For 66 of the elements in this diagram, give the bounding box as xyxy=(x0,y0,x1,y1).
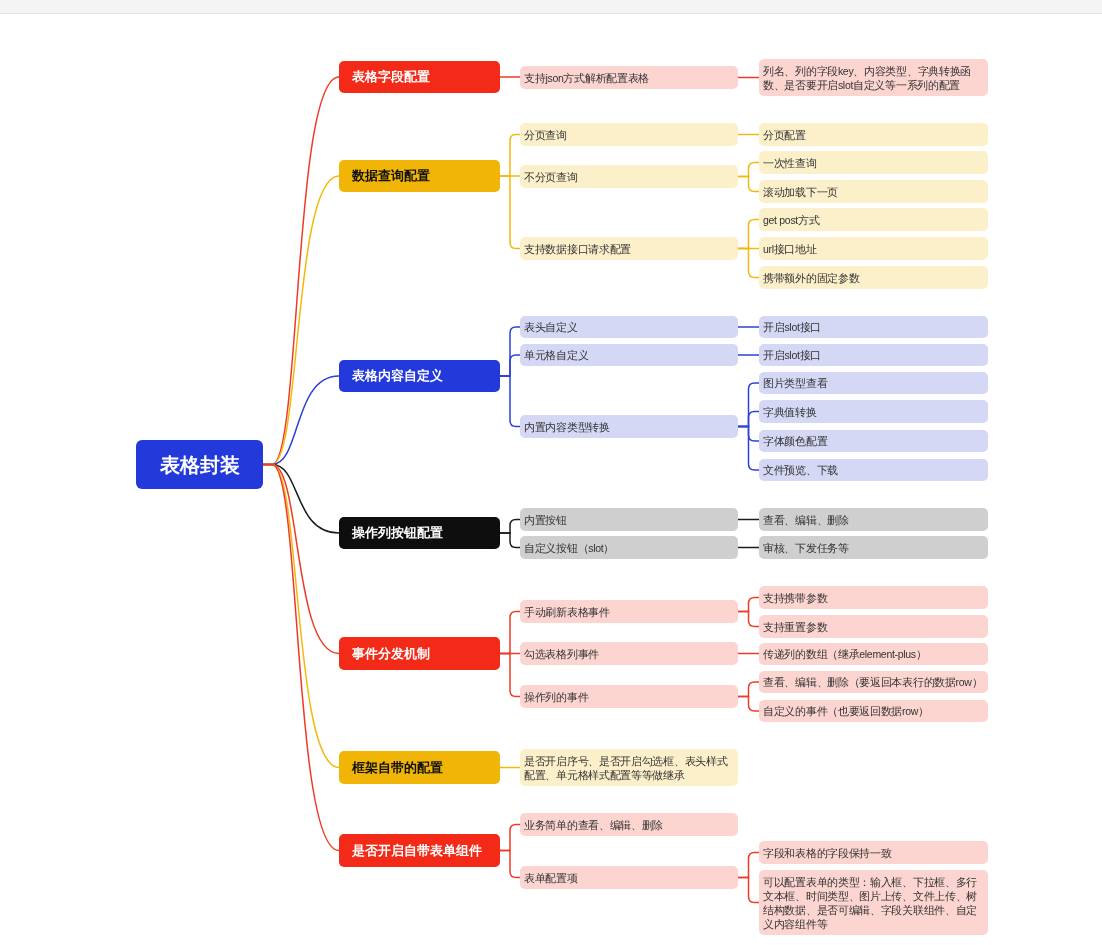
detail-topic: 查看、编辑、删除（要返回本表行的数据row） xyxy=(759,671,988,693)
subtopic: 不分页查询 xyxy=(520,165,738,188)
main-topic: 事件分发机制 xyxy=(339,637,500,670)
main-topic: 框架自带的配置 xyxy=(339,751,500,784)
detail-topic: 支持携带参数 xyxy=(759,586,988,609)
detail-topic: 查看、编辑、删除 xyxy=(759,508,988,531)
detail-topic: 分页配置 xyxy=(759,123,988,146)
detail-topic: 审核、下发任务等 xyxy=(759,536,988,559)
main-topic: 操作列按钮配置 xyxy=(339,517,500,549)
subtopic: 手动刷新表格事件 xyxy=(520,600,738,623)
subtopic: 单元格自定义 xyxy=(520,344,738,366)
detail-topic: 列名、列的字段key、内容类型、字典转换函数、是否要开启slot自定义等一系列的配置 xyxy=(759,59,988,96)
detail-topic: 自定义的事件（也要返回数据row） xyxy=(759,700,988,722)
subtopic: 内置按钮 xyxy=(520,508,738,531)
subtopic: 勾选表格列事件 xyxy=(520,642,738,665)
connector-line xyxy=(499,532,521,549)
subtopic: 是否开启序号、是否开启勾选框、表头样式配置、单元格样式配置等等做继承 xyxy=(520,749,738,786)
detail-topic: 传递列的数组（继承element-plus） xyxy=(759,643,988,665)
connector-line xyxy=(499,766,521,769)
central-topic: 表格封装 xyxy=(136,440,263,489)
connector-line xyxy=(737,326,760,328)
detail-topic: 可以配置表单的类型：输入框、下拉框、多行文本框、时间类型、图片上传、文件上传、树结构数据、是否可编辑、字段关联组件、自定义内容组件等 xyxy=(759,870,988,935)
subtopic: 自定义按钮（slot） xyxy=(520,536,738,559)
detail-topic: url接口地址 xyxy=(759,237,988,260)
detail-topic: 滚动加载下一页 xyxy=(759,180,988,203)
connector-line xyxy=(499,175,521,250)
connector-line xyxy=(499,76,521,78)
connector-line xyxy=(499,652,521,698)
main-topic: 数据查询配置 xyxy=(339,160,500,192)
detail-topic: get post方式 xyxy=(759,208,988,231)
connector-line xyxy=(737,133,760,136)
connector-line xyxy=(737,610,760,628)
connector-line xyxy=(737,175,760,193)
connector-line xyxy=(262,463,340,852)
subtopic: 支持json方式解析配置表格 xyxy=(520,66,738,89)
connector-line xyxy=(737,546,760,549)
connector-line xyxy=(737,695,760,712)
subtopic: 分页查询 xyxy=(520,123,738,146)
connector-line xyxy=(737,354,760,356)
connector-line xyxy=(737,76,760,79)
main-topic: 是否开启自带表单组件 xyxy=(339,834,500,867)
connector-line xyxy=(737,652,760,655)
main-topic: 表格字段配置 xyxy=(339,61,500,93)
connector-line xyxy=(737,425,760,471)
main-topic: 表格内容自定义 xyxy=(339,360,500,392)
connector-line xyxy=(499,849,521,879)
subtopic: 操作列的事件 xyxy=(520,685,738,708)
connector-line xyxy=(499,375,521,428)
detail-topic: 一次性查询 xyxy=(759,151,988,174)
detail-topic: 携带额外的固定参数 xyxy=(759,266,988,289)
detail-topic: 开启slot接口 xyxy=(759,344,988,366)
subtopic: 业务简单的查看、编辑、删除 xyxy=(520,813,738,836)
detail-topic: 支持重置参数 xyxy=(759,615,988,638)
connector-line xyxy=(737,518,760,521)
subtopic: 表单配置项 xyxy=(520,866,738,889)
detail-topic: 图片类型查看 xyxy=(759,372,988,394)
detail-topic: 字段和表格的字段保持一致 xyxy=(759,841,988,864)
connector-line xyxy=(737,876,760,904)
detail-topic: 字典值转换 xyxy=(759,400,988,423)
detail-topic: 开启slot接口 xyxy=(759,316,988,338)
detail-topic: 字体颜色配置 xyxy=(759,430,988,452)
connector-line xyxy=(737,247,760,279)
subtopic: 支持数据接口请求配置 xyxy=(520,237,738,260)
subtopic: 表头自定义 xyxy=(520,316,738,338)
subtopic: 内置内容类型转换 xyxy=(520,415,738,438)
detail-topic: 文件预览、下载 xyxy=(759,459,988,481)
